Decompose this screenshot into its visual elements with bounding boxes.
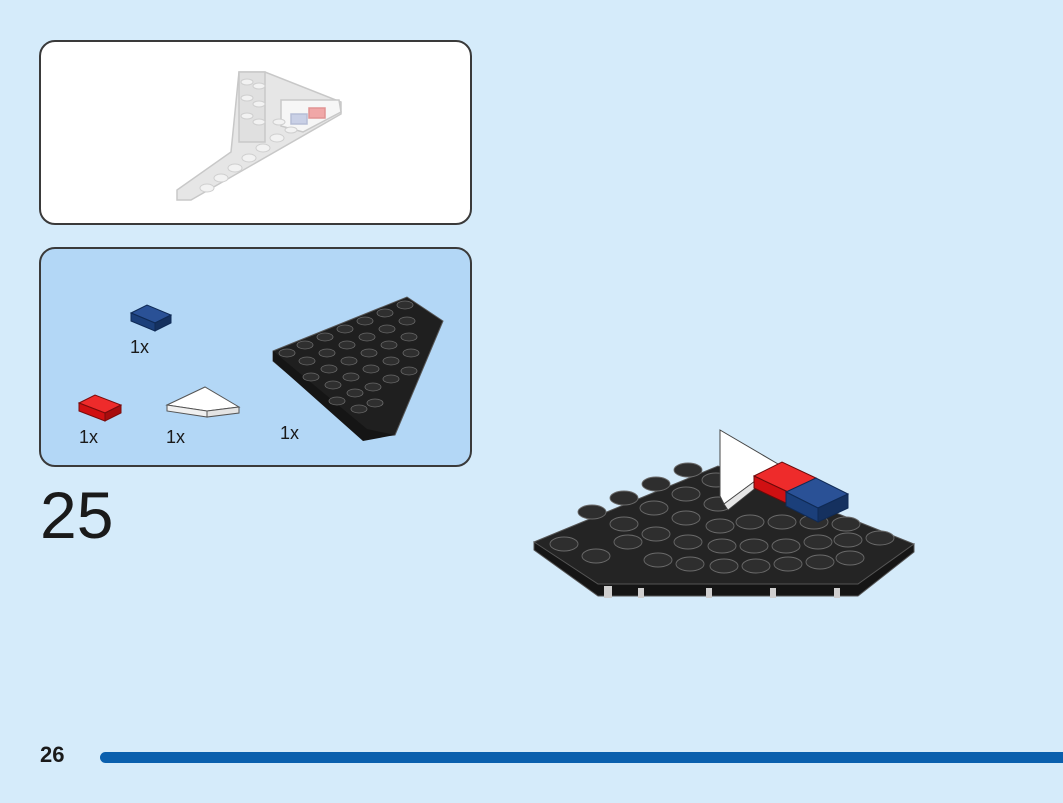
- dark-blue-tile-quantity: 1x: [130, 337, 150, 357]
- progress-bar: [100, 752, 1063, 763]
- white-triangle-tile-quantity: 1x: [166, 427, 186, 447]
- dark-blue-tile-part: [129, 304, 173, 332]
- model-context-illustration: [176, 71, 342, 201]
- red-tile-part: [77, 394, 123, 422]
- parts-panel: 1x 1x 1x 1x: [39, 247, 472, 467]
- page-number: 26: [40, 742, 65, 767]
- red-tile-quantity: 1x: [79, 427, 99, 447]
- white-triangle-tile-part: [165, 386, 241, 418]
- build-step-illustration: [533, 429, 915, 598]
- black-wedge-plate-quantity: 1x: [280, 423, 300, 443]
- black-wedge-plate-part: [272, 296, 444, 441]
- step-number: 25: [40, 478, 114, 552]
- context-panel: [39, 40, 472, 225]
